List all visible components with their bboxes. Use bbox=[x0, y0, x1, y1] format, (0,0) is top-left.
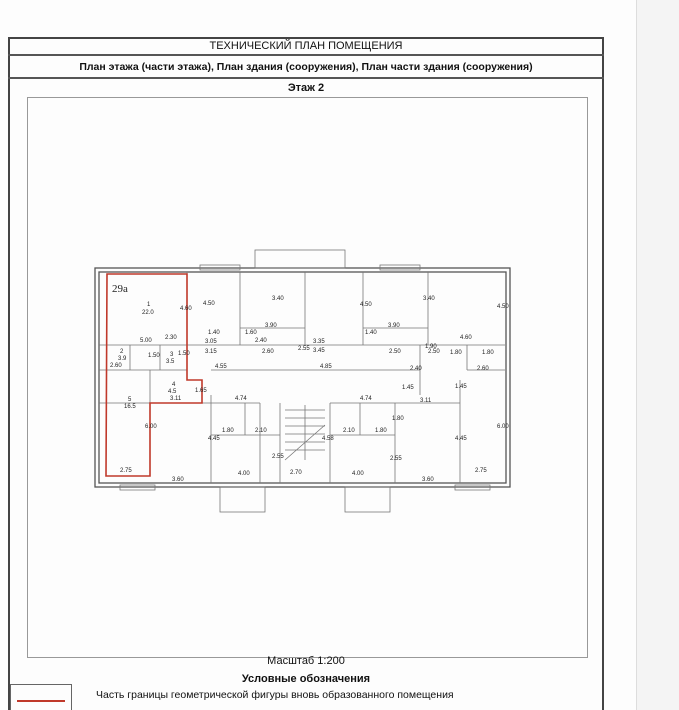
room-area: 4.5 bbox=[168, 389, 177, 395]
dimension-label: 4.55 bbox=[215, 364, 227, 370]
dimension-label: 3.90 bbox=[265, 323, 277, 329]
room-number: 4 bbox=[172, 382, 176, 388]
dimension-label: 2.50 bbox=[428, 349, 440, 355]
dimension-label: 1.80 bbox=[482, 350, 494, 356]
legend-item-text: Часть границы геометрической фигуры внов… bbox=[96, 689, 454, 701]
scale-label: Масштаб 1:200 bbox=[267, 655, 345, 667]
dimension-label: 1.45 bbox=[455, 384, 467, 390]
dimension-label: 4.00 bbox=[352, 471, 364, 477]
dimension-label: 2.60 bbox=[110, 363, 122, 369]
document-frame bbox=[8, 37, 604, 710]
dimension-label: 2.55 bbox=[390, 456, 402, 462]
room-area: 3.5 bbox=[166, 359, 175, 365]
dimension-label: 3.05 bbox=[205, 339, 217, 345]
document-title: ТЕХНИЧЕСКИЙ ПЛАН ПОМЕЩЕНИЯ bbox=[8, 37, 604, 56]
dimension-label: 3.45 bbox=[313, 348, 325, 354]
dimension-label: 2.10 bbox=[343, 428, 355, 434]
dimension-label: 1.90 bbox=[425, 344, 437, 350]
dimension-label: 3.11 bbox=[170, 396, 182, 402]
dimension-label: 3.40 bbox=[272, 296, 284, 302]
dimension-label: 6.00 bbox=[145, 424, 157, 430]
dimension-label: 2.40 bbox=[410, 366, 422, 372]
new-room-boundary bbox=[105, 273, 203, 477]
dimension-label: 3.60 bbox=[422, 477, 434, 483]
dimension-label: 1.80 bbox=[375, 428, 387, 434]
dimension-label: 1.40 bbox=[365, 330, 377, 336]
room-number: 3 bbox=[170, 352, 174, 358]
dimension-label: 1.80 bbox=[450, 350, 462, 356]
dimension-label: 2.10 bbox=[255, 428, 267, 434]
room-number: 5 bbox=[128, 397, 132, 403]
dimension-label: 3.35 bbox=[313, 339, 325, 345]
room-number: 1 bbox=[147, 302, 151, 308]
floor-label: Этаж 2 bbox=[287, 82, 325, 94]
dimension-label: 4.45 bbox=[455, 436, 467, 442]
dimension-label: 1.40 bbox=[208, 330, 220, 336]
room-area: 22.0 bbox=[142, 310, 154, 316]
dimension-label: 2.60 bbox=[262, 349, 274, 355]
dimension-label: 4.50 bbox=[203, 301, 215, 307]
dimension-label: 4.58 bbox=[322, 436, 334, 442]
dimension-label: 5.00 bbox=[140, 338, 152, 344]
dimension-label: 2.55 bbox=[272, 454, 284, 460]
dimension-label: 1.80 bbox=[222, 428, 234, 434]
dimension-label: 4.74 bbox=[235, 396, 247, 402]
dimension-labels: 4.60 5.00 2.60 1.50 2.30 1.50 1.65 3.11 6.00 2.75… bbox=[110, 296, 509, 483]
plan-drawing-area bbox=[27, 97, 588, 658]
room-area: 16.5 bbox=[124, 404, 136, 410]
dimension-label: 4.50 bbox=[360, 302, 372, 308]
dimension-label: 1.60 bbox=[245, 330, 257, 336]
dimension-label: 2.70 bbox=[290, 470, 302, 476]
dimension-label: 3.11 bbox=[420, 398, 432, 404]
unit-label: 29а bbox=[112, 283, 128, 295]
room-labels: 1 22.0 2 3.9 3 3.5 4 4.5 5 16.5 bbox=[118, 302, 177, 410]
dimension-label: 4.85 bbox=[320, 364, 332, 370]
dimension-label: 3.60 bbox=[172, 477, 184, 483]
room-number: 2 bbox=[120, 349, 124, 355]
building-walls bbox=[94, 249, 511, 513]
dimension-label: 2.75 bbox=[120, 468, 132, 474]
dimension-label: 3.15 bbox=[205, 349, 217, 355]
dimension-label: 2.50 bbox=[389, 349, 401, 355]
dimension-label: 1.80 bbox=[392, 416, 404, 422]
dimension-label: 2.75 bbox=[475, 468, 487, 474]
dimension-label: 4.60 bbox=[460, 335, 472, 341]
document-subtitle: План этажа (части этажа), План здания (с… bbox=[8, 56, 604, 79]
room-area: 3.9 bbox=[118, 356, 127, 362]
dimension-label: 2.30 bbox=[165, 335, 177, 341]
dimension-label: 2.40 bbox=[255, 338, 267, 344]
red-boundary-line bbox=[17, 700, 65, 702]
dimension-label: 1.65 bbox=[195, 388, 207, 394]
dimension-label: 4.00 bbox=[238, 471, 250, 477]
page-edge bbox=[636, 0, 679, 710]
dimension-label: 4.45 bbox=[208, 436, 220, 442]
dimension-label: 3.90 bbox=[388, 323, 400, 329]
legend-swatch bbox=[10, 684, 72, 710]
dimension-label: 3.40 bbox=[423, 296, 435, 302]
dimension-label: 1.50 bbox=[178, 351, 190, 357]
dimension-label: 1.45 bbox=[402, 385, 414, 391]
dimension-label: 2.55 bbox=[298, 346, 310, 352]
dimension-label: 1.50 bbox=[148, 353, 160, 359]
dimension-label: 4.74 bbox=[360, 396, 372, 402]
dimension-label: 4.50 bbox=[497, 304, 509, 310]
dimension-label: 4.60 bbox=[180, 306, 192, 312]
dimension-label: 6.00 bbox=[497, 424, 509, 430]
dimension-label: 2.60 bbox=[477, 366, 489, 372]
legend-title: Условные обозначения bbox=[241, 673, 371, 685]
